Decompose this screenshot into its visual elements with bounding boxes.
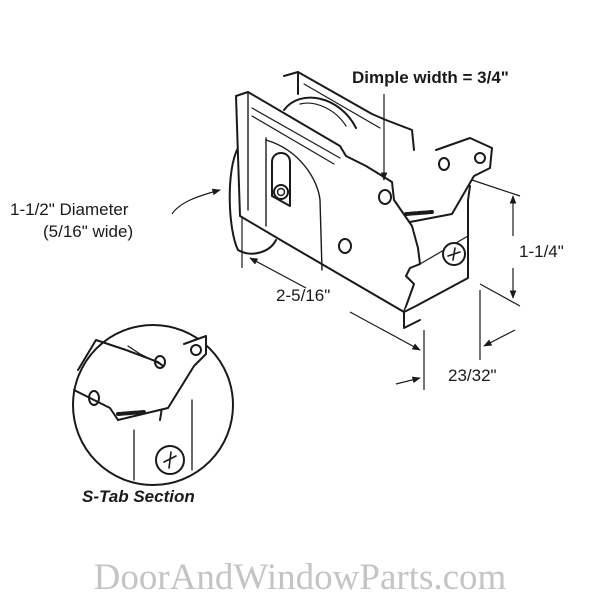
depth-dimension-label: 23/32" [448,366,497,385]
height-dimension-label: 1-1/4" [519,242,564,261]
adjust-slot [271,152,291,207]
length-dimension-label: 2-5/16" [276,286,331,305]
dimple [378,189,392,205]
wheel-width-label: (5/16" wide) [43,222,134,241]
s-tab [409,137,493,223]
dimple-width-label: Dimple width = 3/4" [352,68,509,87]
back-plate [283,71,415,151]
adjust-screw-icon [273,184,289,200]
housing-side-face [403,185,471,313]
housing-front-face [235,91,421,313]
watermark: DoorAndWindowParts.com [93,557,507,598]
wheel-icon [228,96,357,255]
s-tab-inset [72,324,234,486]
wheel-diameter-label: 1-1/2" Diameter [10,200,129,219]
inset-caption: S-Tab Section [82,487,195,506]
